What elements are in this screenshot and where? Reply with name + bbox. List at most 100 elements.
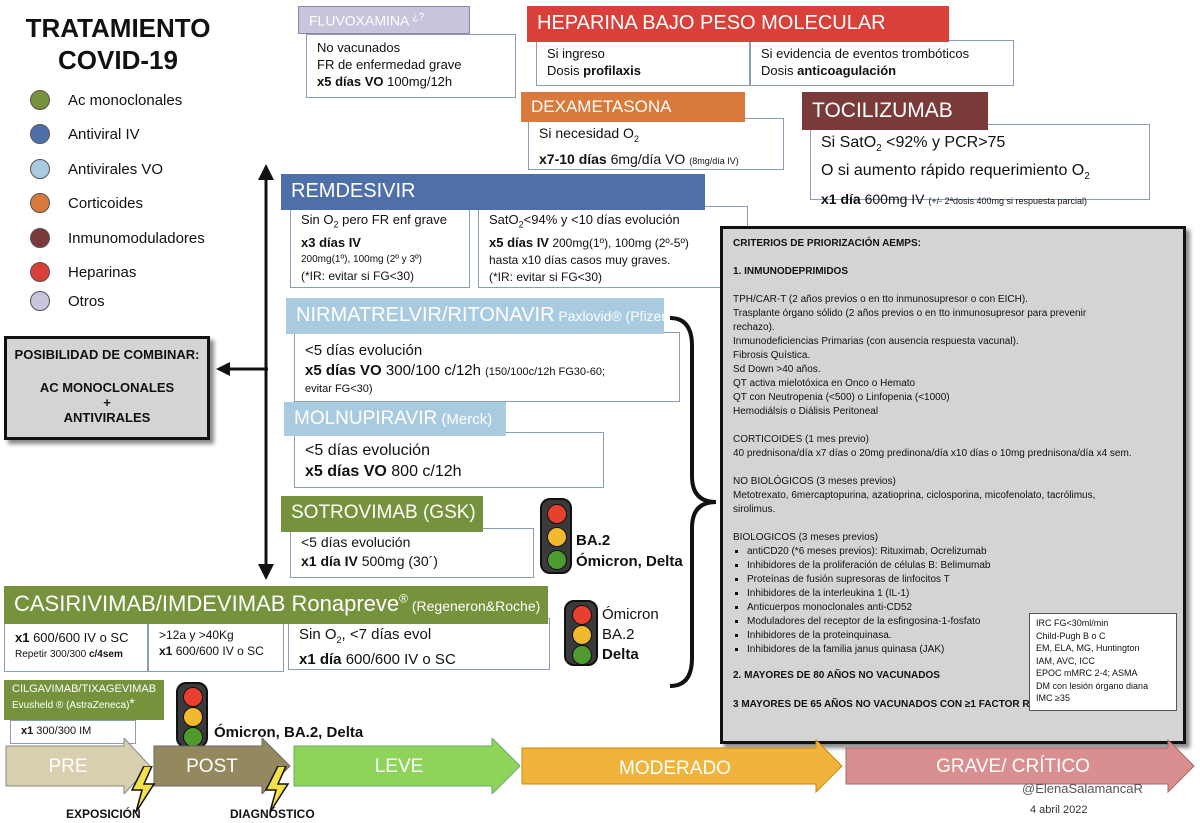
legend-dot xyxy=(30,193,50,213)
dexametasona-line: Si necesidad O2 xyxy=(539,125,639,144)
legend-item-antivirales-vo: Antivirales VO xyxy=(30,159,163,179)
remdesivir-line: (*IR: evitar si FG<30) xyxy=(489,269,603,284)
legend-item-corticoides: Corticoides xyxy=(30,193,143,213)
tocilizumab-header: TOCILIZUMAB xyxy=(802,92,988,130)
molnupiravir-header: MOLNUPIRAVIR (Merck) xyxy=(284,402,506,436)
combinar-line: ANTIVIRALES xyxy=(63,410,151,425)
cilgavimab-header: CILGAVIMAB/TIXAGEVIMAB Evusheld ® (Astra… xyxy=(4,680,164,720)
casirivimab-line: >12a y >40Kg xyxy=(159,628,234,642)
tocilizumab-line: Si SatO2 <92% y PCR>75 xyxy=(821,134,1006,155)
timeline xyxy=(5,738,1195,794)
lightning-icon-diagnostico xyxy=(264,766,290,812)
cilgavimab-brand: Evusheld ® (AstraZeneca)* xyxy=(12,695,135,711)
timeline-grave xyxy=(845,738,1195,794)
casirivimab-box-b: >12a y >40Kg x1 600/600 IV o SC xyxy=(148,622,284,672)
remdesivir-line: SatO2<94% y <10 días evolución xyxy=(489,212,680,230)
remdesivir-box-a: Sin O2 pero FR enf grave x3 días IV 200m… xyxy=(290,206,470,288)
casirivimab-dose: x1 600/600 IV o SC xyxy=(15,630,129,645)
fluvoxamina-header: FLUVOXAMINA ¿? xyxy=(298,6,470,34)
traffic-light-cilgavimab xyxy=(176,682,208,748)
casirivimab-header: CASIRIVIMAB/IMDEVIMAB Ronapreve® (Regene… xyxy=(4,586,548,624)
dexametasona-box: Si necesidad O2 x7-10 días 6mg/día VO (8… xyxy=(528,118,784,170)
heparina-header: HEPARINA BAJO PESO MOLECULAR xyxy=(527,6,949,42)
molnupiravir-dose: x5 días VO 800 c/12h xyxy=(305,463,462,480)
remdesivir-header: REMDESIVIR xyxy=(281,174,705,210)
traffic-light-red xyxy=(183,687,203,707)
remdesivir-dose: x3 días IV xyxy=(301,234,361,250)
timeline-label-post: POST xyxy=(186,756,238,777)
criterios-p4-list: antiCD20 (*6 meses previos): Rituximab, … xyxy=(733,545,1173,657)
legend-item-heparinas: Heparinas xyxy=(30,262,136,282)
criterios-p4-title: BIOLOGICOS (3 meses previos) xyxy=(733,532,879,543)
heparina-box-b: Si evidencia de eventos trombóticos Dosi… xyxy=(750,40,1014,86)
tocilizumab-dose: x1 día 600mg IV (+/- 2ªdosis 400mg si re… xyxy=(821,191,1088,208)
remdesivir-line: 200mg(1º), 100mg (2º y 3º) xyxy=(301,253,423,265)
legend-dot xyxy=(30,90,50,110)
remdesivir-box-b: SatO2<94% y <10 días evolución x5 días I… xyxy=(478,206,748,288)
legend-label: Heparinas xyxy=(68,263,137,281)
criterios-section: 1. INMUNODEPRIMIDOS xyxy=(733,266,849,277)
casirivimab-line: Sin O2, <7 días evol xyxy=(299,626,432,645)
legend-dot xyxy=(30,291,50,311)
fluvoxamina-box: No vacunados FR de enfermedad grave x5 d… xyxy=(306,34,516,98)
legend-item-otros: Otros xyxy=(30,291,105,311)
cilgavimab-name: CILGAVIMAB/TIXAGEVIMAB xyxy=(12,683,157,695)
vertical-double-arrow xyxy=(258,164,274,580)
traffic-light-red xyxy=(572,605,592,625)
title-line-2: COVID-19 xyxy=(58,45,178,75)
combinar-plus: + xyxy=(103,395,111,410)
cilgavimab-box: x1 300/300 IM xyxy=(10,720,136,744)
legend-dot xyxy=(30,262,50,282)
legend-item-ac-monoclonales: Ac monoclonales xyxy=(30,90,182,110)
dexametasona-header: DEXAMETASONA xyxy=(521,92,745,122)
legend-label: Corticoides xyxy=(68,194,144,212)
page-title: TRATAMIENTO COVID-19 xyxy=(18,12,218,76)
legend-label: Otros xyxy=(68,292,105,310)
fluvoxamina-name: FLUVOXAMINA xyxy=(309,12,409,29)
fluvoxamina-line: FR de enfermedad grave xyxy=(317,57,462,72)
remdesivir-line: (*IR: evitar si FG<30) xyxy=(301,268,415,283)
cilgavimab-variants: Ómicron, BA.2, Delta xyxy=(214,724,364,741)
criterios-title: CRITERIOS DE PRIORIZACIÓN AEMPS: xyxy=(733,238,921,249)
timeline-label-leve: LEVE xyxy=(374,756,424,777)
tocilizumab-line: O si aumento rápido requerimiento O2 xyxy=(821,162,1090,183)
legend-item-antiviral-iv: Antiviral IV xyxy=(30,124,140,144)
left-arrow xyxy=(216,362,268,376)
nirmatrelvir-dose: x5 días VO 300/100 c/12h (150/100c/12h F… xyxy=(305,362,605,379)
remdesivir-dose: x5 días IV 200mg(1º), 100mg (2º-5º) xyxy=(489,234,689,250)
right-brace xyxy=(669,316,717,688)
cilgavimab-dose: x1 300/300 IM xyxy=(21,725,92,737)
nirmatrelvir-line: <5 días evolución xyxy=(305,342,423,359)
legend-label: Inmunomoduladores xyxy=(68,229,205,247)
criterios-p1: TPH/CAR-T (2 años previos o en tto inmun… xyxy=(733,294,1087,417)
fluvoxamina-dose: x5 días VO 100mg/12h xyxy=(317,74,453,89)
author: @ElenaSalamancaR xyxy=(1022,781,1143,796)
remdesivir-line: Sin O2 pero FR enf grave xyxy=(301,212,447,230)
traffic-light-green xyxy=(547,550,567,570)
heparina-line: Si ingreso xyxy=(547,46,605,61)
traffic-light-yellow xyxy=(183,707,203,727)
lightning-icon-exposicion xyxy=(130,766,156,812)
traffic-light-yellow xyxy=(547,527,567,547)
criterios-p3: NO BIOLÓGICOS (3 meses previos)Metotrexa… xyxy=(733,476,1096,515)
heparina-line: Si evidencia de eventos trombóticos xyxy=(761,46,970,61)
exposicion-label: EXPOSICIÓN xyxy=(66,807,141,821)
timeline-leve xyxy=(293,738,521,794)
heparina-dose: Dosis profilaxis xyxy=(547,63,641,78)
fluvoxamina-line: No vacunados xyxy=(317,40,401,55)
nirmatrelvir-header: NIRMATRELVIR/RITONAVIR Paxlovid® (Pfizer… xyxy=(286,298,671,334)
nirmatrelvir-box: <5 días evolución x5 días VO 300/100 c/1… xyxy=(294,332,680,402)
sotrovimab-dose: x1 día IV 500mg (30´) xyxy=(301,553,438,569)
traffic-light-sotrovimab xyxy=(540,498,572,574)
sotrovimab-header: SOTROVIMAB (GSK) xyxy=(281,496,483,532)
casirivimab-box-c: Sin O2, <7 días evol x1 día 600/600 IV o… xyxy=(288,618,550,670)
legend-label: Ac monoclonales xyxy=(68,91,183,109)
traffic-light-yellow xyxy=(572,625,592,645)
heparina-box-a: Si ingreso Dosis profilaxis xyxy=(536,40,750,86)
timeline-label-grave: GRAVE/ CRÍTICO xyxy=(936,756,1090,777)
sotrovimab-variants: BA.2 Ómicron, Delta xyxy=(576,532,683,570)
date: 4 abril 2022 xyxy=(1030,804,1088,816)
combinar-box: POSIBILIDAD DE COMBINAR: AC MONOCLONALES… xyxy=(4,336,210,440)
casirivimab-dose: x1 600/600 IV o SC xyxy=(159,644,264,658)
